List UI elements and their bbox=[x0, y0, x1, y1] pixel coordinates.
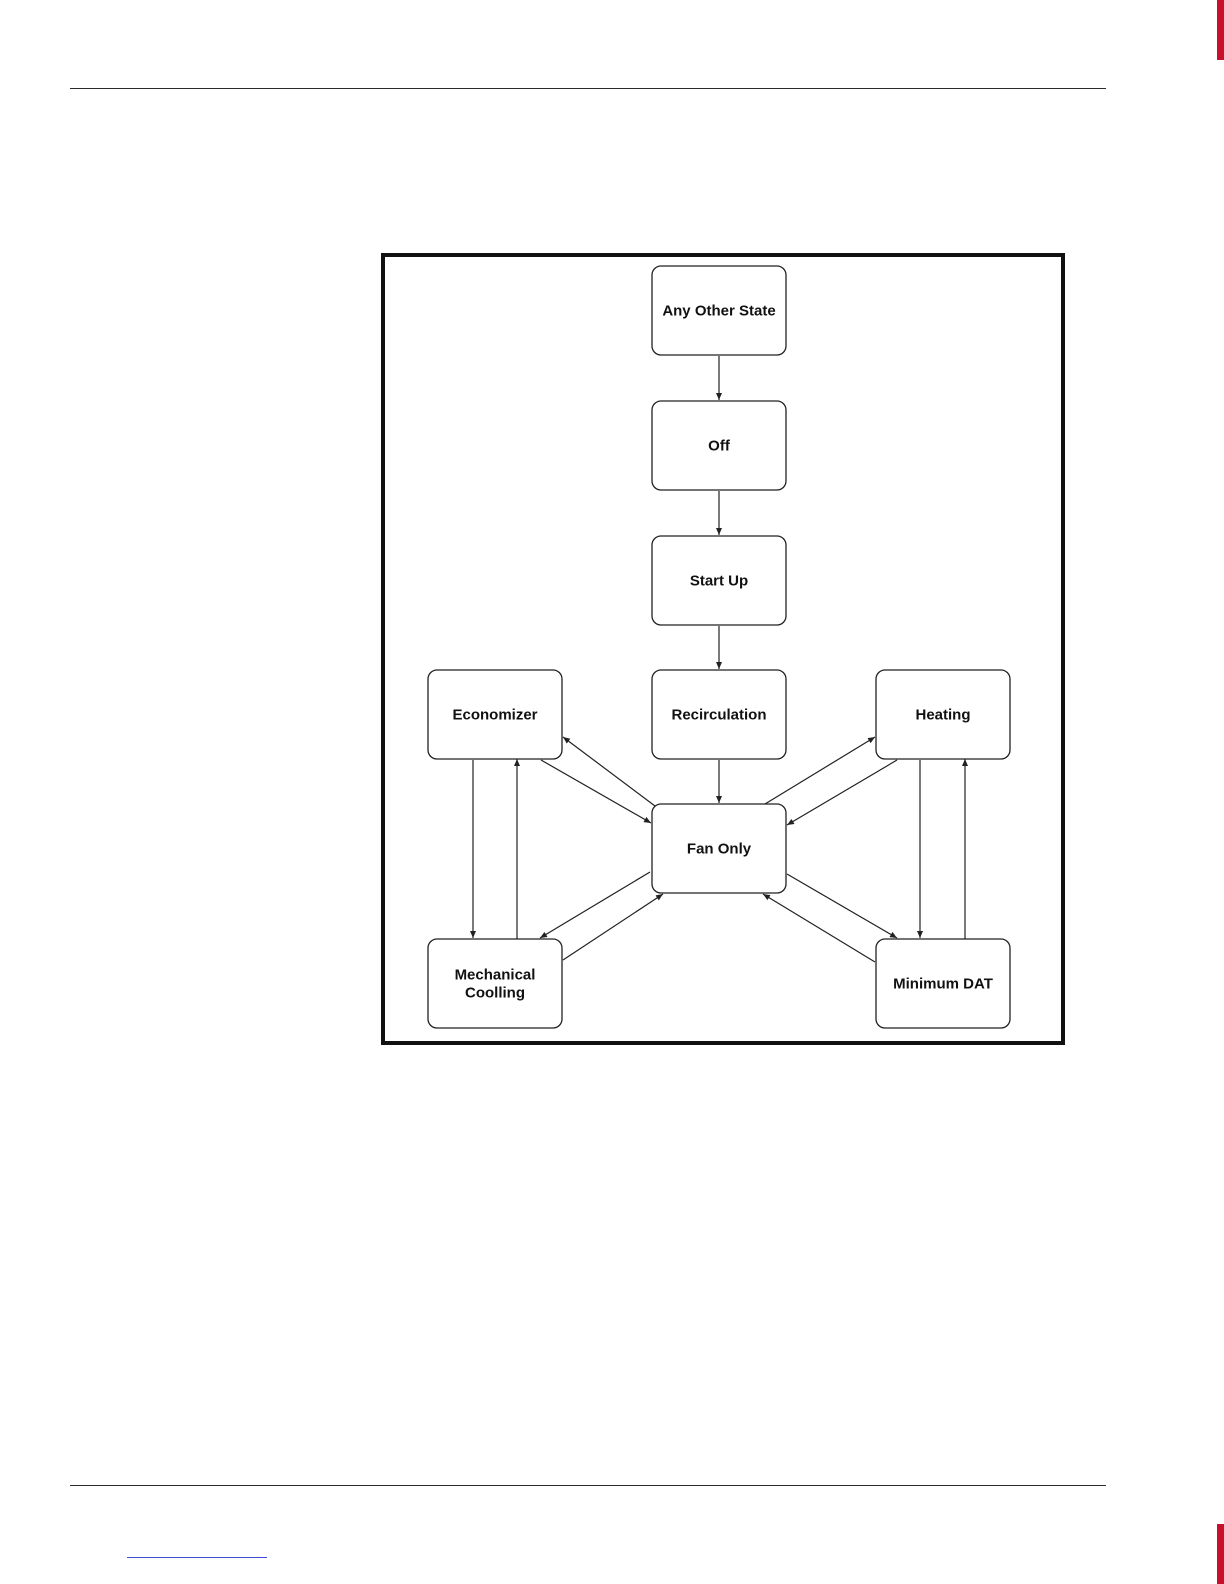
state-label-mindat: Minimum DAT bbox=[893, 976, 993, 993]
state-node-startup: Start Up bbox=[652, 536, 786, 625]
state-node-mindat: Minimum DAT bbox=[876, 939, 1010, 1028]
state-label-econ: Economizer bbox=[452, 707, 537, 724]
edge-fanonly-to-mindat bbox=[787, 874, 897, 938]
state-label-off: Off bbox=[708, 438, 731, 455]
state-node-heating: Heating bbox=[876, 670, 1010, 759]
state-node-recirc: Recirculation bbox=[652, 670, 786, 759]
edge-econ-to-fanonly bbox=[541, 760, 651, 823]
state-label-fanonly: Fan Only bbox=[687, 841, 752, 858]
edge-heating-to-fanonly bbox=[787, 760, 897, 825]
edge-mech-to-fanonly bbox=[563, 894, 663, 960]
edge-fanonly-to-econ bbox=[563, 737, 655, 806]
state-box-mech bbox=[428, 939, 562, 1028]
edge-fanonly-to-mech bbox=[540, 872, 650, 938]
state-node-off: Off bbox=[652, 401, 786, 490]
state-node-fanonly: Fan Only bbox=[652, 804, 786, 893]
state-label-any_other: Any Other State bbox=[662, 303, 775, 320]
state-label-startup: Start Up bbox=[690, 573, 748, 590]
state-node-any_other: Any Other State bbox=[652, 266, 786, 355]
state-label-mech-1: Coolling bbox=[465, 985, 525, 1002]
edge-mindat-to-fanonly bbox=[763, 894, 875, 962]
state-label-heating: Heating bbox=[915, 707, 970, 724]
state-label-mech-0: Mechanical bbox=[455, 967, 536, 984]
state-label-recirc: Recirculation bbox=[671, 707, 766, 724]
diagram-frame bbox=[383, 255, 1063, 1043]
state-node-econ: Economizer bbox=[428, 670, 562, 759]
